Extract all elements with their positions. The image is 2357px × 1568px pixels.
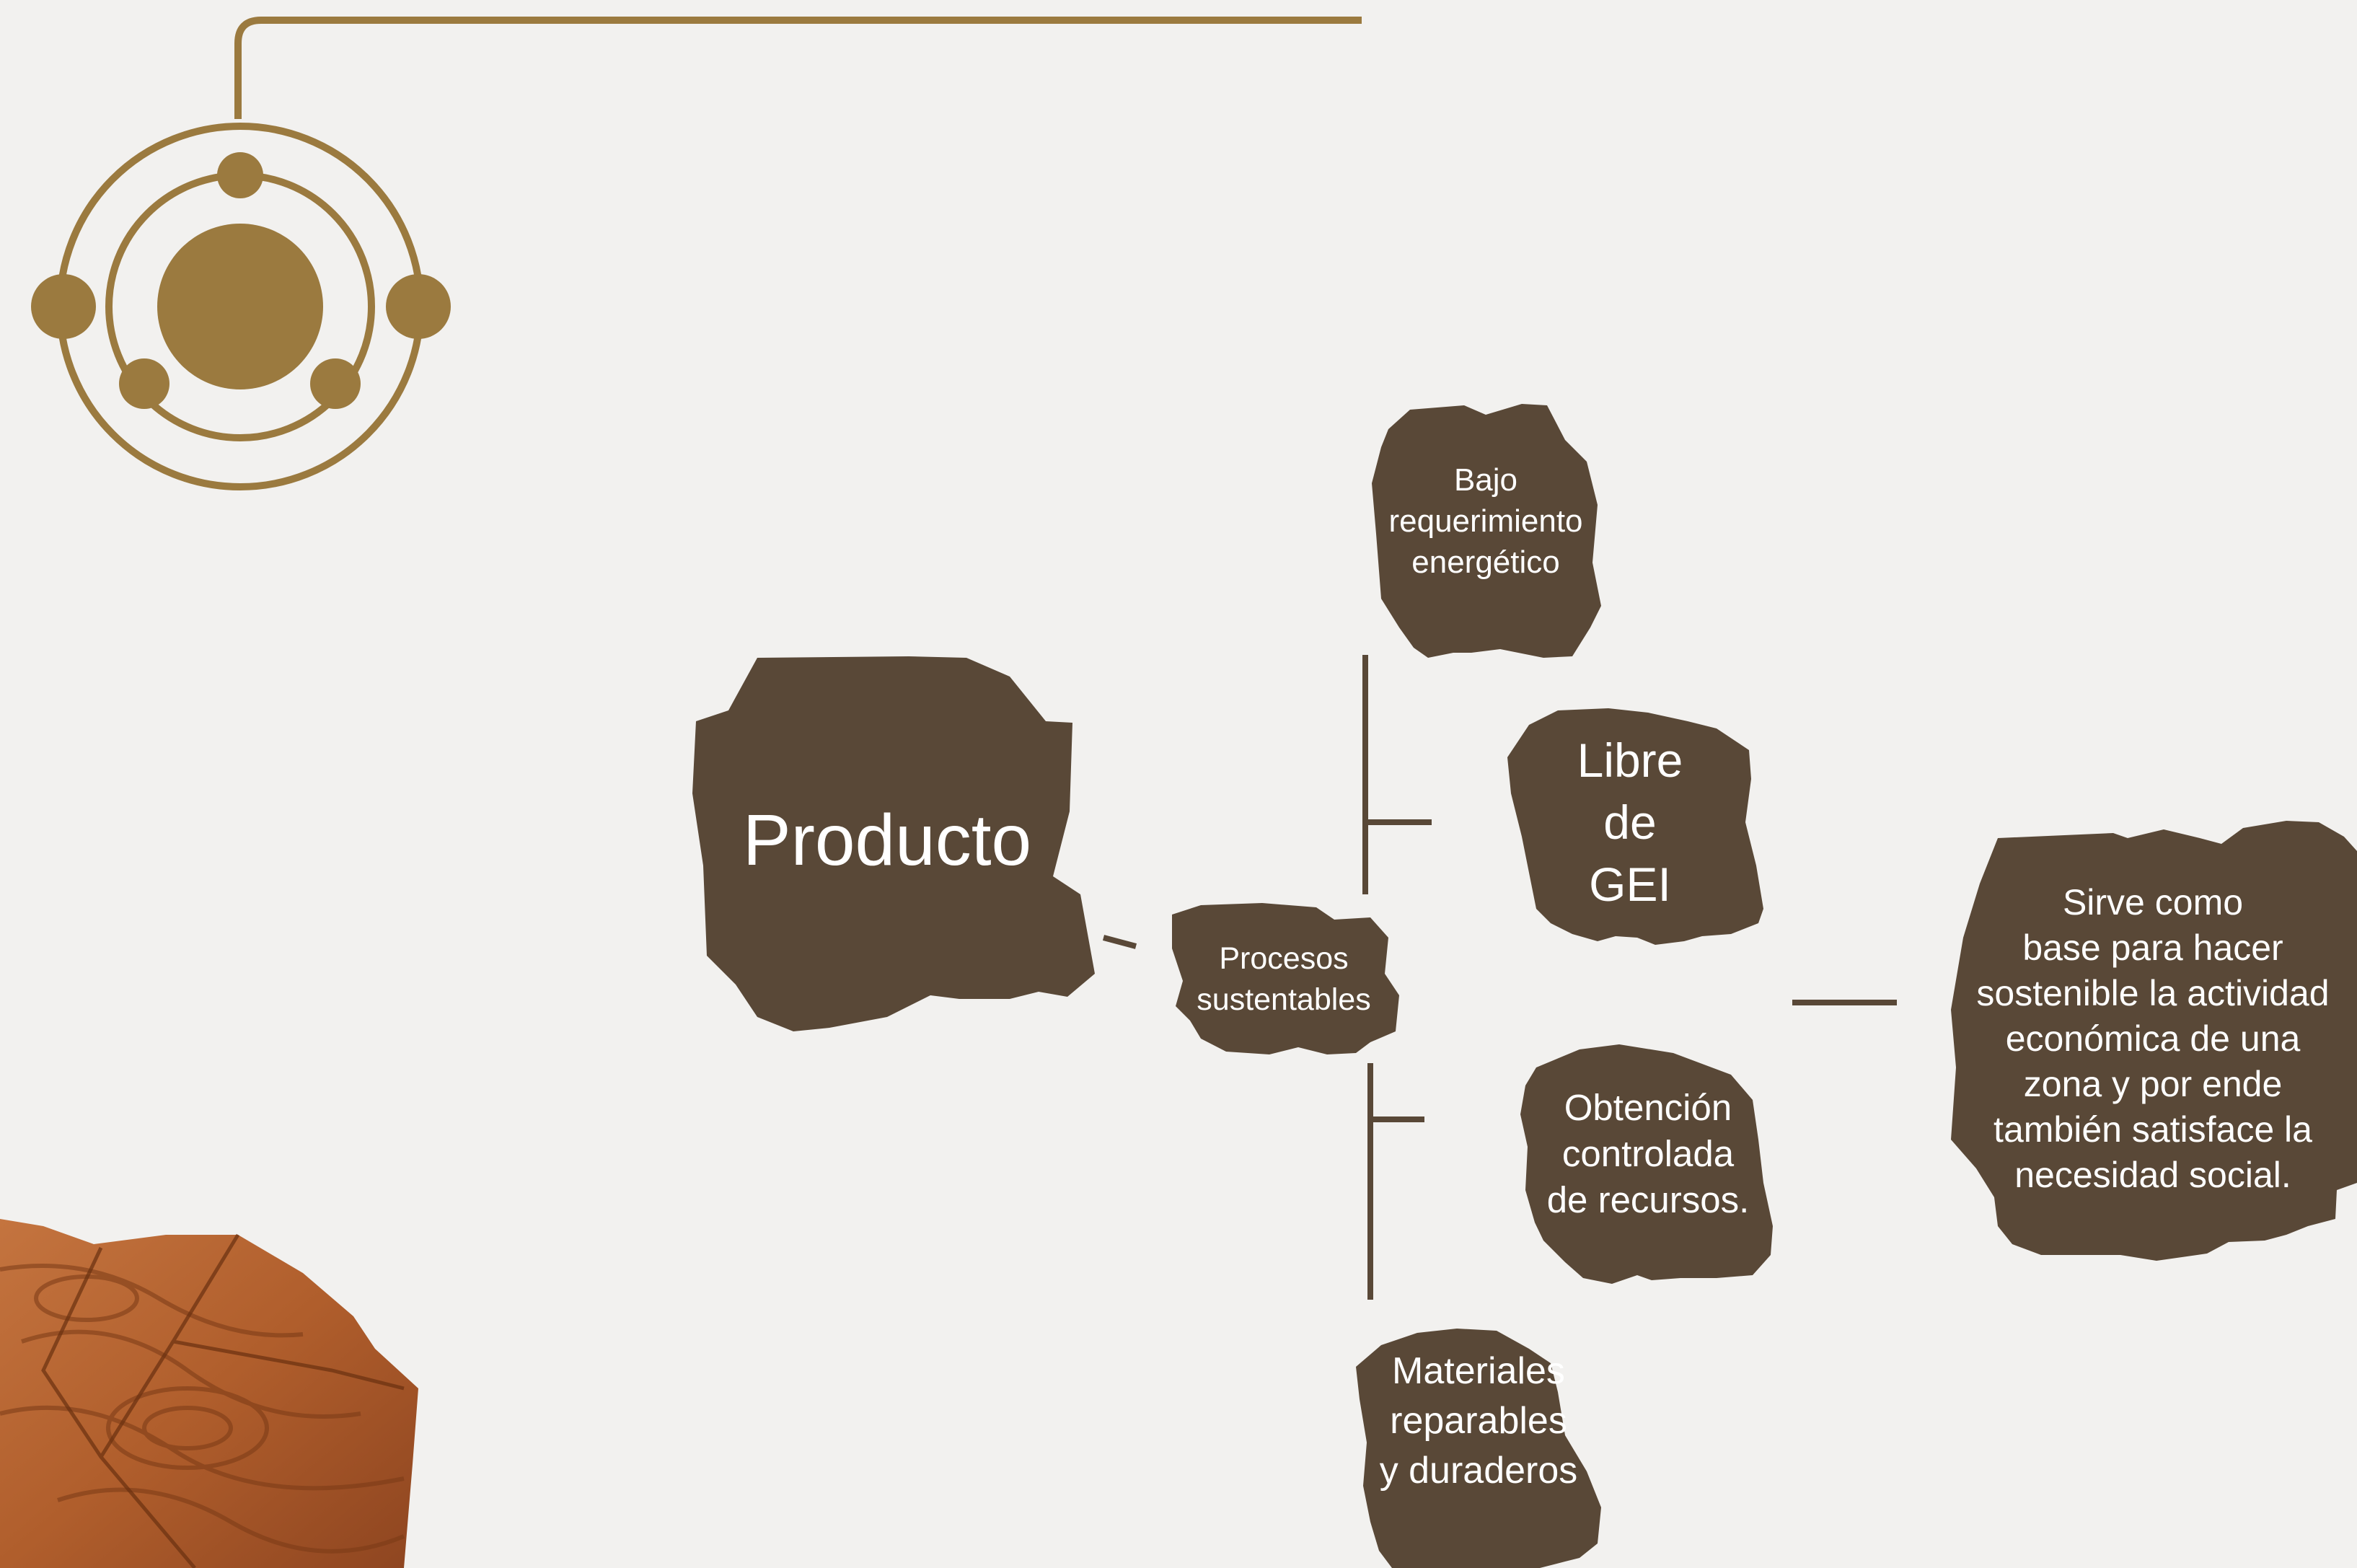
connectors xyxy=(1102,655,1897,1300)
node-libre-shape xyxy=(1507,708,1763,945)
node-sirve-label: Sirve como base para hacer sostenible la… xyxy=(1976,881,2330,1195)
atom-orbit-icon xyxy=(31,17,1362,490)
node-procesos-shape xyxy=(1172,903,1399,1054)
node-procesos-label: Procesos sustentables xyxy=(1197,941,1371,1017)
node-materiales-shape xyxy=(1356,1329,1601,1568)
node-producto-label: Producto xyxy=(742,799,1032,881)
node-obtencion-label: Obtención controlada de recursos. xyxy=(1546,1087,1750,1220)
node-bajo-shape xyxy=(1372,404,1601,658)
node-sirve-shape xyxy=(1951,821,2357,1261)
node-bajo-label: Bajo requerimiento energético xyxy=(1388,462,1583,580)
node-obtencion-shape xyxy=(1520,1044,1773,1284)
node-libre-label: Libre de GEI xyxy=(1577,734,1683,911)
wood-slice-decoration xyxy=(0,1219,418,1568)
node-producto-shape xyxy=(692,656,1095,1031)
node-materiales-label: Materiales reparables y duraderos xyxy=(1379,1349,1578,1492)
